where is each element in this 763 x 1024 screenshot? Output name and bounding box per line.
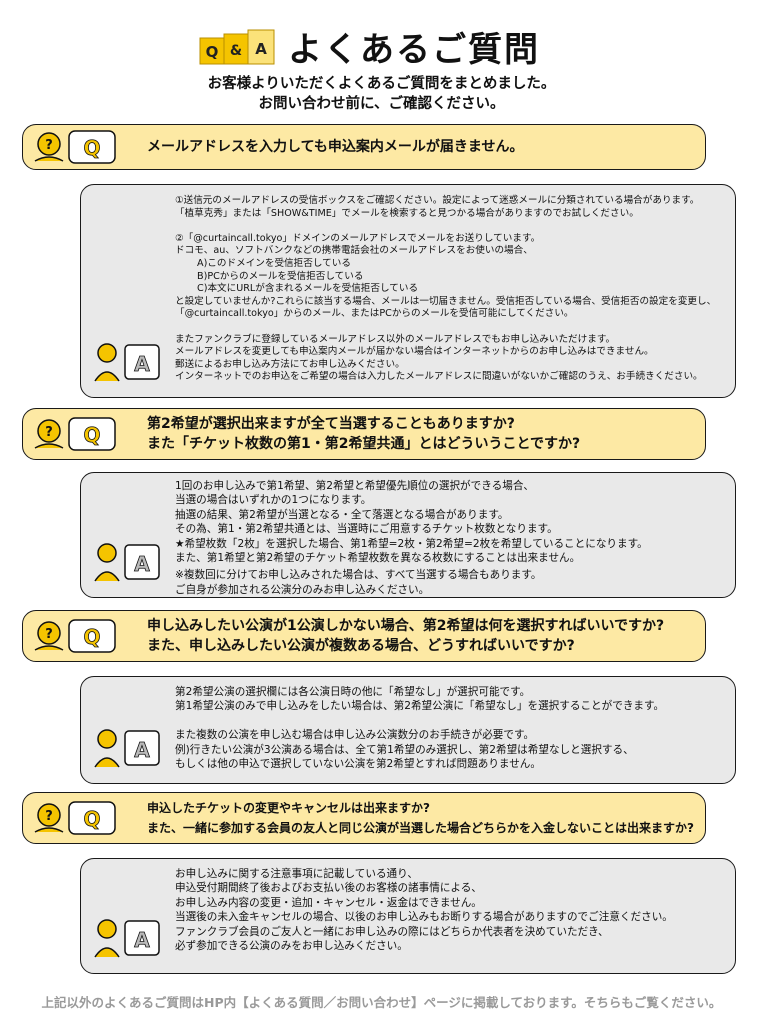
svg-text:Q: Q — [206, 43, 219, 61]
faq-question-3: ? Q 申し込みしたい公演が1公演しかない場合、第2希望は何を選択すればいいです… — [22, 610, 706, 662]
svg-text:A: A — [134, 352, 150, 376]
faq-question-2: ? Q 第2希望が選択出来ますが全て当選することもありますか? また「チケット枚… — [22, 408, 706, 460]
svg-text:A: A — [134, 738, 150, 762]
faq-answer-1: ①送信元のメールアドレスの受信ボックスをご確認ください。設定によって迷惑メールに… — [80, 184, 736, 398]
faq-answer-3: 第2希望公演の選択欄には各公演日時の他に「希望なし」が選択可能です。 第1希望公… — [80, 676, 736, 784]
question-text: メールアドレスを入力しても申込案内メールが届きません。 — [147, 139, 524, 155]
question-person-icon: ? Q — [34, 130, 116, 164]
svg-text:Q: Q — [83, 625, 100, 649]
answer-text: ①送信元のメールアドレスの受信ボックスをご確認ください。設定によって迷惑メールに… — [175, 195, 717, 383]
faq-question-4: ? Q 申込したチケットの変更やキャンセルは出来ますか? また、一緒に参加する会… — [22, 792, 706, 844]
answer-person-icon: A — [94, 919, 160, 958]
page-header: Q & A よくあるご質問 お客様よりいただくよくあるご質問をまとめました。 お… — [0, 8, 763, 120]
answer-text: 第2希望公演の選択欄には各公演日時の他に「希望なし」が選択可能です。 第1希望公… — [175, 686, 665, 771]
svg-text:Q: Q — [83, 807, 100, 831]
svg-text:A: A — [255, 40, 267, 58]
question-text: 第2希望が選択出来ますが全て当選することもありますか? また「チケット枚数の第1… — [147, 416, 581, 452]
question-person-icon: ? Q — [34, 619, 116, 653]
qa-logo-icon: Q & A — [199, 29, 275, 65]
question-text: 申し込みしたい公演が1公演しかない場合、第2希望は何を選択すればいいですか? ま… — [147, 618, 665, 654]
svg-text:?: ? — [45, 627, 53, 642]
svg-text:A: A — [134, 928, 150, 952]
page-title: よくあるご質問 — [288, 30, 540, 70]
faq-answer-4: お申し込みに関する注意事項に記載している通り、 申込受付期間終了後およびお支払い… — [80, 858, 736, 974]
page-subtitle-line1: お客様よりいただくよくあるご質問をまとめました。 — [207, 76, 556, 92]
answer-person-icon: A — [94, 343, 160, 382]
answer-person-icon: A — [94, 543, 160, 582]
footer-note: 上記以外のよくあるご質問はHP内【よくある質問／お問い合わせ】ページに掲載してお… — [41, 995, 722, 1010]
answer-text: お申し込みに関する注意事項に記載している通り、 申込受付期間終了後およびお支払い… — [175, 868, 673, 953]
question-person-icon: ? Q — [34, 417, 116, 451]
faq-question-1: ? Q メールアドレスを入力しても申込案内メールが届きません。 — [22, 124, 706, 170]
svg-text:Q: Q — [83, 423, 100, 447]
svg-text:Q: Q — [83, 136, 100, 160]
faq-answer-2: 1回のお申し込みで第1希望、第2希望と希望優先順位の選択ができる場合、 当選の場… — [80, 472, 736, 598]
question-person-icon: ? Q — [34, 801, 116, 835]
page-subtitle-line2: お問い合わせ前に、ご確認ください。 — [258, 96, 505, 112]
answer-person-icon: A — [94, 729, 160, 768]
svg-text:?: ? — [45, 809, 53, 824]
svg-text:A: A — [134, 552, 150, 576]
svg-text:?: ? — [45, 138, 53, 153]
answer-text: 1回のお申し込みで第1希望、第2希望と希望優先順位の選択ができる場合、 当選の場… — [175, 480, 648, 596]
question-text: 申込したチケットの変更やキャンセルは出来ますか? また、一緒に参加する会員の友人… — [147, 801, 694, 835]
svg-text:&: & — [230, 43, 242, 59]
svg-text:?: ? — [45, 425, 53, 440]
